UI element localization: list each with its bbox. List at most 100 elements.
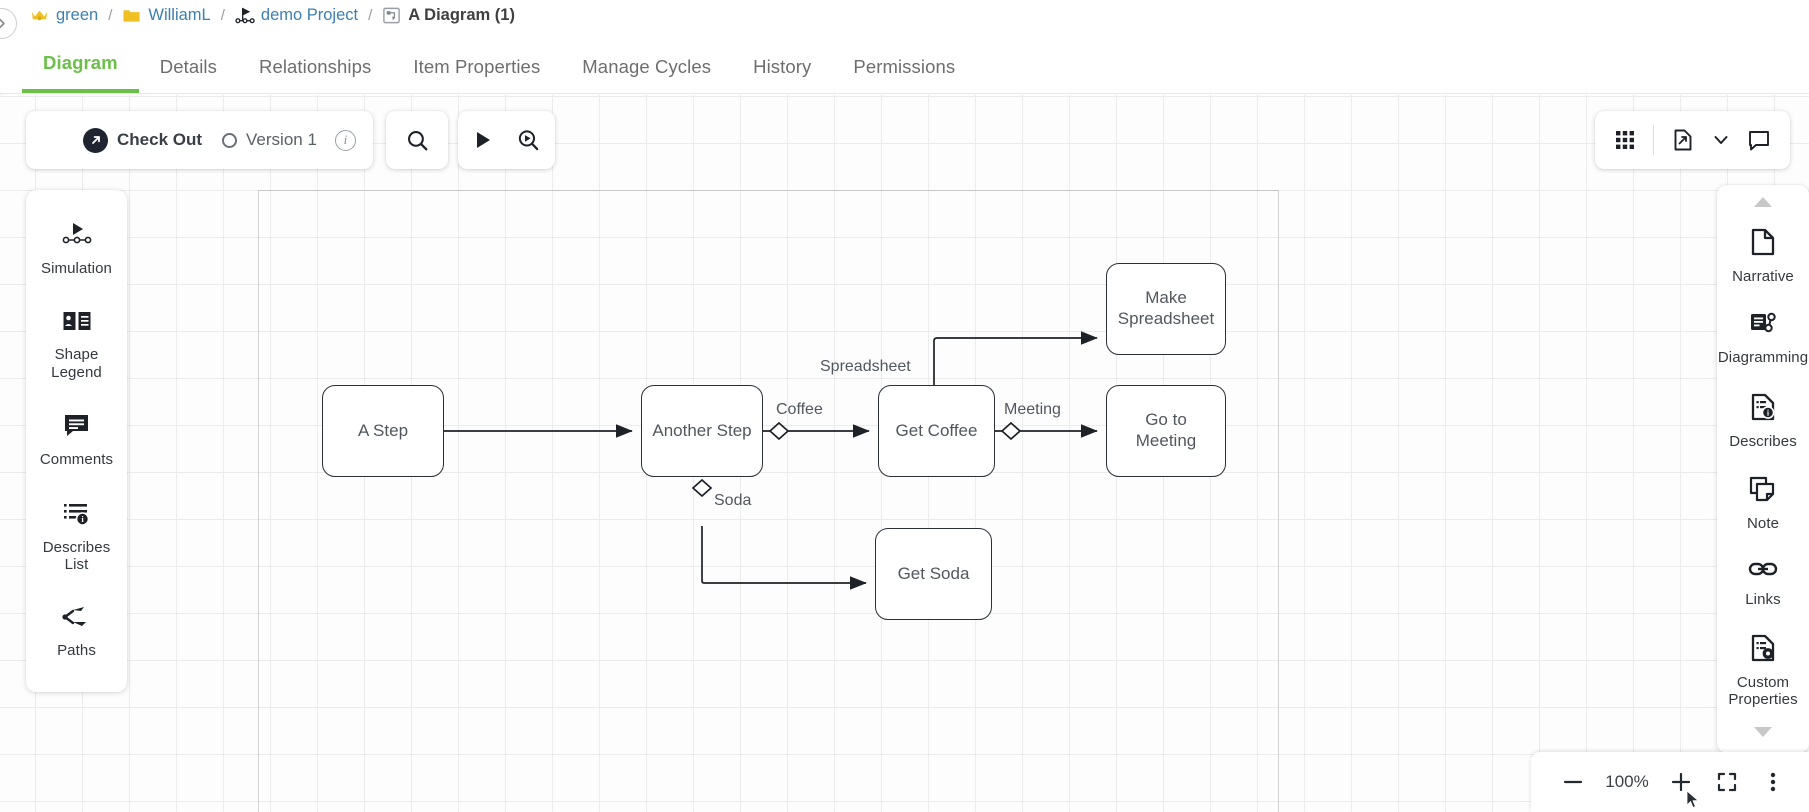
project-flag-icon	[235, 6, 255, 25]
diagram-node-another-step[interactable]: Another Step	[641, 385, 763, 477]
tab-history[interactable]: History	[753, 56, 812, 77]
info-glyph: i	[343, 132, 348, 147]
svg-text:i: i	[81, 514, 84, 524]
left-panel-label: Simulation	[40, 260, 113, 277]
left-panel-label: Describes List	[42, 538, 111, 573]
document-export-icon[interactable]	[1671, 128, 1695, 152]
link-chain-icon	[1748, 559, 1778, 584]
breadcrumb: green / WilliamL / demo Project / A Diag…	[0, 0, 1809, 39]
node-label: Get Coffee	[895, 420, 978, 440]
right-panel-item-narrative[interactable]: Narrative	[1717, 215, 1809, 298]
breadcrumb-label: demo Project	[260, 5, 359, 24]
tab-diagram[interactable]: Diagram	[22, 52, 139, 93]
crown-icon	[30, 6, 49, 25]
diagram-node-get-coffee[interactable]: Get Coffee	[878, 385, 995, 477]
folder-icon	[122, 6, 141, 25]
grid-apps-icon[interactable]	[1614, 129, 1636, 151]
left-panel-item-shape-legend[interactable]: Shape Legend	[26, 295, 127, 395]
left-panel-label: Paths	[57, 642, 96, 660]
diagram-node-get-soda[interactable]: Get Soda	[875, 528, 992, 620]
right-tool-panel: Narrative Diagramming i Describes Note L…	[1717, 185, 1809, 754]
breadcrumb-item-a-diagram[interactable]: A Diagram (1)	[382, 6, 515, 25]
node-label: Another Step	[652, 420, 752, 440]
play-icon[interactable]	[472, 129, 494, 151]
right-panel-label: Diagramming	[1717, 349, 1809, 367]
search-icon[interactable]	[405, 128, 430, 153]
left-panel-item-paths[interactable]: Paths	[26, 591, 127, 673]
search-toolbar	[386, 111, 448, 169]
book-legend-icon	[62, 309, 92, 338]
comment-lines-icon	[63, 413, 90, 443]
document-gear-icon	[1750, 634, 1776, 667]
simulation-icon	[62, 221, 92, 252]
document-info-icon: i	[1750, 393, 1776, 426]
fit-screen-icon[interactable]	[1707, 762, 1747, 802]
diagramming-icon	[1749, 311, 1777, 342]
node-label: A Step	[357, 420, 409, 440]
breadcrumb-separator: /	[108, 6, 113, 24]
note-stack-icon	[1749, 476, 1777, 508]
more-vertical-icon[interactable]	[1753, 762, 1793, 802]
right-panel-item-diagramming[interactable]: Diagramming	[1717, 298, 1809, 379]
hamburger-menu-icon[interactable]	[43, 131, 69, 150]
main-toolbar: Check Out Version 1 i	[26, 111, 373, 169]
tab-permissions[interactable]: Permissions	[853, 56, 956, 77]
paths-share-icon	[62, 605, 91, 634]
right-panel-item-describes[interactable]: i Describes	[1717, 380, 1809, 463]
zoom-out-button[interactable]	[1553, 762, 1593, 802]
breadcrumb-item-green[interactable]: green	[30, 6, 98, 25]
circle-outline-icon	[222, 132, 238, 148]
node-label: Make Spreadsheet	[1117, 288, 1215, 328]
breadcrumb-item-demo-project[interactable]: demo Project	[235, 6, 358, 25]
tab-bar: Diagram Details Relationships Item Prope…	[0, 30, 1809, 94]
tab-relationships[interactable]: Relationships	[258, 56, 372, 77]
left-panel-label: Shape Legend	[51, 346, 102, 381]
breadcrumb-label: WilliamL	[148, 5, 211, 24]
zoom-level-label[interactable]: 100%	[1605, 772, 1649, 791]
tab-details[interactable]: Details	[159, 56, 217, 77]
version-selector[interactable]: Version 1	[222, 130, 317, 150]
svg-text:i: i	[1767, 408, 1770, 417]
check-out-button[interactable]: Check Out	[83, 127, 202, 153]
version-label: Version 1	[246, 130, 317, 149]
zoom-in-button[interactable]	[1661, 762, 1701, 802]
breadcrumb-label: green	[56, 5, 99, 24]
right-panel-label: Narrative	[1732, 268, 1794, 285]
info-icon[interactable]: i	[334, 129, 356, 151]
right-panel-label: Describes	[1729, 432, 1797, 450]
diagram-icon	[382, 6, 401, 25]
toolbar-divider	[1653, 125, 1654, 155]
chevron-down-icon[interactable]	[1712, 131, 1730, 149]
right-panel-label: Note	[1746, 515, 1780, 533]
right-panel-item-links[interactable]: Links	[1717, 546, 1809, 621]
left-panel-label: Comments	[39, 451, 114, 469]
tab-manage-cycles[interactable]: Manage Cycles	[582, 56, 712, 77]
tab-item-properties[interactable]: Item Properties	[413, 56, 541, 77]
comment-bubble-icon[interactable]	[1747, 128, 1771, 152]
zoom-toolbar: 100%	[1531, 752, 1809, 812]
node-label: Get Soda	[897, 563, 970, 583]
page-icon	[1750, 228, 1776, 261]
breadcrumb-separator: /	[220, 6, 225, 24]
node-label: Go to Meeting	[1135, 410, 1197, 450]
right-panel-label: Custom Properties	[1728, 673, 1798, 709]
right-panel-item-custom-properties[interactable]: Custom Properties	[1717, 621, 1809, 722]
diagram-node-a-step[interactable]: A Step	[322, 385, 444, 477]
arrow-out-circle-icon	[83, 127, 108, 153]
breadcrumb-item-williaml[interactable]: WilliamL	[122, 5, 211, 25]
left-tool-panel: Simulation Shape Legend Comments i Descr…	[26, 190, 127, 692]
diagram-node-go-to-meeting[interactable]: Go to Meeting	[1106, 385, 1226, 477]
left-panel-item-comments[interactable]: Comments	[26, 399, 127, 482]
triangle-down-icon[interactable]	[1752, 721, 1774, 745]
play-in-magnifier-icon[interactable]	[516, 128, 541, 153]
right-panel-item-note[interactable]: Note	[1717, 463, 1809, 545]
list-info-icon: i	[63, 501, 90, 531]
diagram-node-make-spreadsheet[interactable]: Make Spreadsheet	[1106, 263, 1226, 355]
triangle-up-icon[interactable]	[1752, 191, 1774, 215]
left-panel-item-simulation[interactable]: Simulation	[26, 207, 127, 291]
breadcrumb-label: A Diagram (1)	[408, 5, 515, 24]
right-toolbar	[1595, 111, 1790, 169]
run-toolbar	[458, 111, 555, 169]
left-panel-item-describes-list[interactable]: i Describes List	[26, 487, 127, 588]
